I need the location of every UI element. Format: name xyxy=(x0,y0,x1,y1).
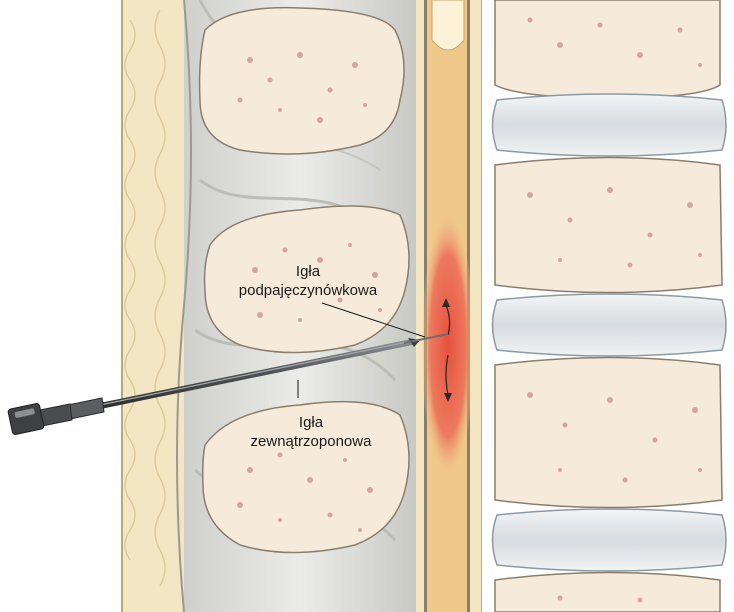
epidural-needle-label-line1: Igła xyxy=(236,413,386,432)
vertebral-body-3 xyxy=(495,358,722,508)
spinal-needle-label-line1: Igła xyxy=(228,262,388,281)
vertebral-column xyxy=(482,0,734,612)
epidural-needle-label: Igła zewnątrzoponowa xyxy=(236,413,386,451)
intervertebral-disc-2 xyxy=(493,294,727,356)
vertebral-body-2 xyxy=(495,158,722,293)
spinous-process-1 xyxy=(200,8,404,154)
intervertebral-disc-1 xyxy=(493,94,727,156)
vertebral-body-4 xyxy=(495,573,720,612)
spinal-needle-label-line2: podpajęczynówkowa xyxy=(228,281,388,300)
fat-layer xyxy=(122,0,184,612)
csf-injection-area xyxy=(422,215,474,475)
vertebral-body-1 xyxy=(495,0,720,98)
intervertebral-disc-3 xyxy=(493,509,727,571)
spinal-needle-label: Igła podpajęczynówkowa xyxy=(228,262,388,300)
epidural-needle-label-line2: zewnątrzoponowa xyxy=(236,432,386,451)
